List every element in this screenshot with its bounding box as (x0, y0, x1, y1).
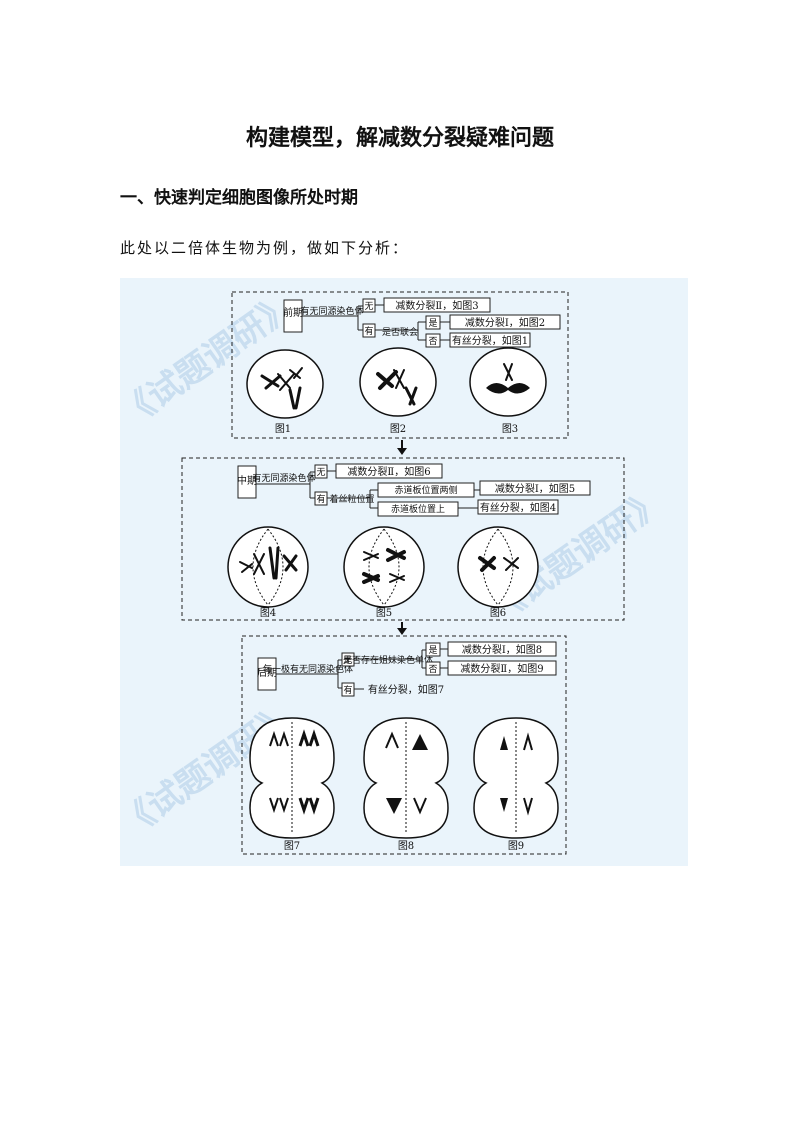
section-heading: 一、快速判定细胞图像所处时期 (120, 188, 358, 208)
cell-figure-1 (246, 349, 324, 419)
figure-label: 图3 (502, 423, 518, 435)
cell-figure-5 (343, 526, 425, 608)
cell-figure-9 (473, 717, 559, 839)
result-label: 减数分裂Ⅱ，如图6 (347, 465, 430, 478)
result-label: 减数分裂Ⅰ，如图5 (495, 482, 575, 495)
cell-figure-4 (227, 526, 309, 608)
branch-yes: 有 (364, 325, 373, 337)
branch-no: 否 (428, 336, 437, 347)
result-label: 减数分裂Ⅱ，如图3 (395, 299, 478, 312)
phase-label: 后期 (257, 667, 277, 679)
prophase-panel: 前期 有无同源染色体 无 减数分裂Ⅱ，如图3 有 是否联会 是 减数分裂Ⅰ，如图… (231, 291, 569, 439)
cell-figure-6 (457, 526, 539, 608)
figure-label: 图9 (508, 840, 524, 852)
figure-label: 图1 (275, 423, 291, 435)
figure-label: 图7 (284, 840, 300, 852)
figure-label: 图8 (398, 840, 414, 852)
cell-division-flowchart: 《试题调研》 《试题调研》 《试题调研》 前期 有无同源染色体 无 减数分裂Ⅱ，… (120, 278, 688, 866)
question-label: 是否存在姐妹染色单体 (343, 654, 433, 666)
option-label: 赤道板位置上 (391, 503, 445, 515)
cell-figure-7 (249, 717, 335, 839)
result-label: 减数分裂Ⅱ，如图9 (460, 662, 543, 675)
cell-figure-8 (363, 717, 449, 839)
anaphase-panel: 后期 每一极有无同源染色体 无 是否存在姐妹染色单体 是 减数分裂Ⅰ，如图8 否… (241, 635, 567, 855)
page-title: 构建模型，解减数分裂疑难问题 (245, 125, 554, 151)
branch-no: 否 (428, 664, 437, 675)
question-label: 有无同源染色体 (252, 472, 315, 484)
intro-text: 此处以二倍体生物为例，做如下分析： (120, 239, 410, 257)
branch-no: 无 (343, 655, 352, 666)
figure-label: 图5 (376, 607, 392, 619)
result-label: 减数分裂Ⅰ，如图2 (465, 316, 545, 329)
result-label: 有丝分裂，如图7 (368, 683, 444, 696)
branch-yes: 有 (316, 493, 325, 505)
figure-label: 图2 (390, 423, 406, 435)
metaphase-panel: 中期 有无同源染色体 无 减数分裂Ⅱ，如图6 有 着丝粒位置 赤道板位置两侧 减… (181, 457, 625, 621)
phase-label: 中期 (237, 474, 257, 487)
result-label: 有丝分裂，如图4 (480, 501, 556, 514)
option-label: 赤道板位置两侧 (394, 484, 457, 496)
cell-figure-2 (359, 347, 437, 417)
question-label: 着丝粒位置 (329, 493, 374, 505)
question-label: 每一极有无同源染色体 (263, 663, 353, 675)
branch-yes: 是 (428, 318, 437, 329)
result-label: 减数分裂Ⅰ，如图8 (462, 643, 542, 656)
branch-yes: 有 (343, 684, 352, 696)
branch-yes: 是 (428, 645, 437, 656)
question-label: 有无同源染色体 (300, 305, 363, 317)
result-label: 有丝分裂，如图1 (452, 334, 528, 347)
branch-no: 无 (316, 467, 325, 478)
figure-label: 图4 (260, 607, 276, 619)
phase-label: 前期 (283, 306, 303, 319)
branch-no: 无 (364, 301, 373, 312)
figure-label: 图6 (490, 607, 506, 619)
cell-figure-3 (469, 347, 547, 417)
question-label: 是否联会 (382, 326, 418, 338)
